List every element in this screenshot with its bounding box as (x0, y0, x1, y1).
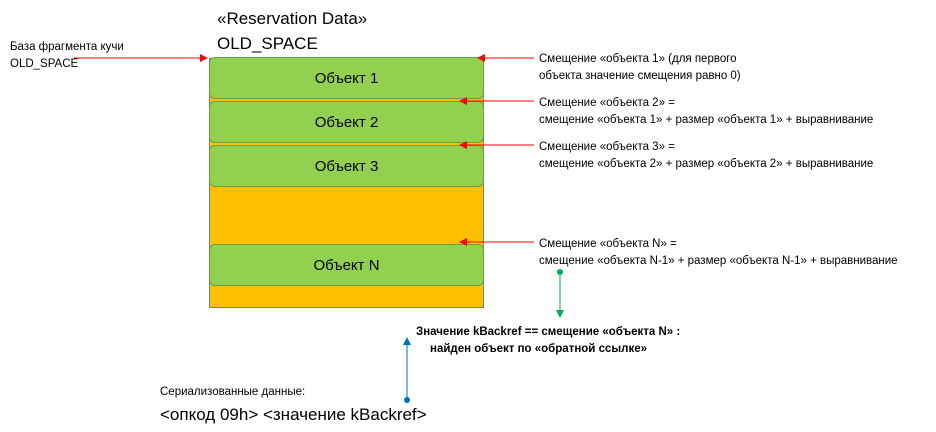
backref-result-line1: Значение kBackref == смещение «объекта N… (416, 326, 681, 338)
offset-3-line2: смещение «объекта 2» + размер «объекта 2… (539, 158, 874, 170)
heap-base-label-line2: OLD_SPACE (10, 58, 79, 70)
space-label: OLD_SPACE (217, 34, 318, 53)
object-1: Объект 1 (209, 57, 484, 99)
offset-n-line1: Смещение «объекта N» = (539, 238, 677, 250)
object-2-label: Объект 2 (314, 113, 379, 131)
object-2: Объект 2 (209, 101, 484, 143)
stereotype-label: «Reservation Data» (217, 9, 368, 28)
offset-2-line1: Смещение «объекта 2» = (539, 97, 675, 109)
offset-3-line1: Смещение «объекта 3» = (539, 141, 675, 153)
offset-1-line2: объекта значение смещения равно 0) (539, 70, 741, 82)
object-3: Объект 3 (209, 145, 484, 187)
object-n: Объект N (209, 244, 484, 286)
offset-1-line1: Смещение «объекта 1» (для первого (539, 53, 737, 65)
heap-base-label-line1: База фрагмента кучи (10, 41, 124, 53)
object-n-label: Объект N (313, 256, 380, 274)
offset-2-line2: смещение «объекта 1» + размер «объекта 1… (539, 114, 874, 126)
offset-n-line2: смещение «объекта N-1» + размер «объекта… (539, 255, 898, 267)
serialized-label: Сериализованные данные: (160, 386, 306, 398)
object-3-label: Объект 3 (314, 157, 379, 175)
object-1-label: Объект 1 (314, 69, 379, 87)
backref-result-line2: найден объект по «обратной ссылке» (430, 343, 648, 355)
serialized-command: <опкод 09h> <значение kBackref> (160, 405, 427, 424)
